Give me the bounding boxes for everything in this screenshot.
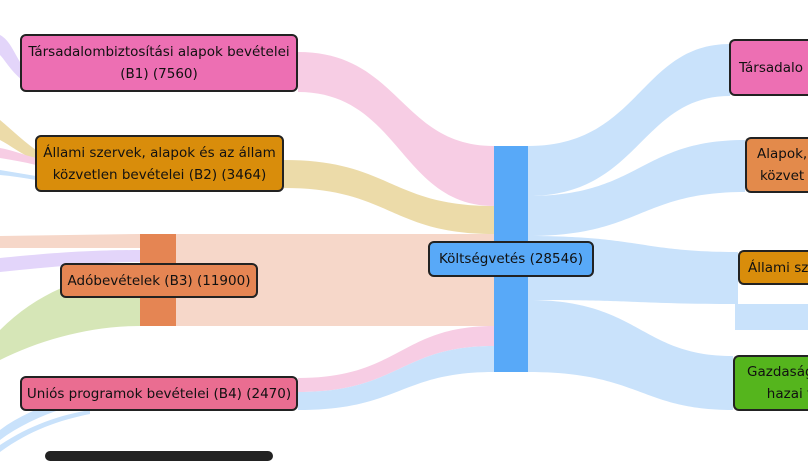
flow-b4-center-pink	[298, 326, 494, 392]
node-b2-line2: közvetlen bevételei (B2) (3464)	[52, 166, 267, 183]
node-b4-line1: Uniós programok bevételei (B4) (2470)	[26, 385, 292, 402]
node-k4-label[interactable]: Gazdaság hazai f	[733, 355, 808, 411]
flow-center-k2	[528, 140, 745, 236]
flow-b1-center	[298, 52, 494, 206]
node-k2-line2: közvet	[759, 168, 805, 184]
flow-in-blue-top	[0, 170, 36, 180]
flow-right-extra	[735, 304, 808, 330]
flow-in-lavender-mid	[0, 250, 140, 272]
node-k1-label[interactable]: Társadalo	[729, 39, 808, 96]
node-k3-line1: Állami sz	[748, 259, 808, 276]
node-b1-line2: (B1) (7560)	[120, 66, 198, 82]
node-k2-line1: Alapok,	[757, 146, 808, 162]
node-k1-line1: Társadalo	[739, 59, 803, 76]
node-k3-label[interactable]: Állami sz	[738, 250, 808, 285]
center-node-label[interactable]: Költségvetés (28546)	[428, 241, 594, 277]
flow-in-peach	[0, 234, 140, 248]
center-node-text: Költségvetés (28546)	[438, 251, 584, 267]
flow-in-blue-low2	[0, 410, 90, 452]
node-b3-label[interactable]: Adóbevételek (B3) (11900)	[60, 263, 258, 298]
flow-center-k4	[528, 300, 733, 410]
node-k4-line1: Gazdaság	[747, 364, 808, 380]
flow-in-tan-top	[0, 120, 36, 160]
flow-b3-center	[176, 234, 494, 326]
node-b4-label[interactable]: Uniós programok bevételei (B4) (2470)	[20, 376, 298, 411]
node-b3-line1: Adóbevételek (B3) (11900)	[67, 272, 251, 289]
node-b5-label-partial[interactable]	[45, 451, 273, 461]
node-k2-label[interactable]: Alapok, közvet	[745, 137, 808, 193]
flow-in-pink-top	[0, 148, 36, 165]
node-b1-line1: Társadalombiztosítási alapok bevételei	[28, 44, 290, 60]
flow-b4-center-blue	[298, 346, 494, 410]
flow-center-k1	[528, 44, 730, 196]
node-b2-line1: Állami szervek, alapok és az állam	[43, 144, 276, 161]
node-k4-line2: hazai f	[766, 386, 808, 402]
flow-b2-center	[284, 160, 494, 234]
node-b1-label[interactable]: Társadalombiztosítási alapok bevételei (…	[20, 34, 298, 92]
flow-in-lavender-top	[0, 35, 22, 80]
node-b2-label[interactable]: Állami szervek, alapok és az állam közve…	[35, 135, 284, 192]
